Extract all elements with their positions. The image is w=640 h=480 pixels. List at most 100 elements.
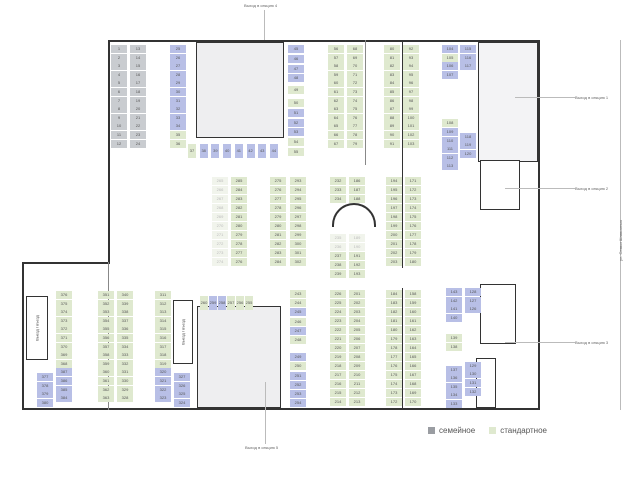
parking-space[interactable]: 254 bbox=[290, 399, 306, 408]
parking-space[interactable]: 235 bbox=[330, 234, 346, 242]
parking-space[interactable]: 97 bbox=[403, 88, 419, 96]
parking-space[interactable]: 8 bbox=[111, 105, 127, 114]
parking-space[interactable]: 200 bbox=[386, 231, 402, 239]
parking-space[interactable]: 55 bbox=[288, 148, 304, 156]
parking-space[interactable]: 273 bbox=[212, 249, 228, 257]
parking-space[interactable]: 174 bbox=[405, 204, 421, 212]
parking-space[interactable]: 13 bbox=[130, 45, 146, 53]
parking-space[interactable]: 76 bbox=[347, 113, 363, 122]
parking-space[interactable]: 63 bbox=[328, 105, 344, 114]
parking-space[interactable]: 211 bbox=[349, 380, 365, 388]
parking-space[interactable]: 272 bbox=[212, 240, 228, 248]
parking-space[interactable]: 107 bbox=[442, 70, 458, 79]
parking-space[interactable]: 196 bbox=[386, 195, 402, 203]
parking-space[interactable]: 315 bbox=[155, 325, 171, 334]
parking-space[interactable]: 31 bbox=[170, 96, 186, 105]
parking-space[interactable]: 373 bbox=[56, 316, 72, 325]
parking-space[interactable]: 371 bbox=[56, 334, 72, 342]
parking-space[interactable]: 27 bbox=[170, 62, 186, 71]
parking-space[interactable]: 10 bbox=[111, 122, 127, 131]
parking-space[interactable]: 276 bbox=[270, 186, 286, 194]
parking-space[interactable]: 191 bbox=[349, 252, 365, 260]
parking-space[interactable]: 360 bbox=[98, 368, 114, 377]
parking-space[interactable]: 131 bbox=[465, 379, 481, 387]
parking-space[interactable]: 20 bbox=[130, 105, 146, 114]
parking-space[interactable]: 376 bbox=[56, 291, 72, 299]
parking-space[interactable]: 163 bbox=[405, 335, 421, 343]
parking-space[interactable]: 280 bbox=[270, 222, 286, 230]
parking-space[interactable]: 92 bbox=[403, 45, 419, 53]
parking-space[interactable]: 9 bbox=[111, 113, 127, 122]
parking-space[interactable]: 170 bbox=[405, 398, 421, 406]
parking-space[interactable]: 192 bbox=[349, 261, 365, 269]
parking-space[interactable]: 26 bbox=[170, 53, 186, 62]
parking-space[interactable]: 99 bbox=[403, 105, 419, 114]
parking-space[interactable]: 353 bbox=[98, 308, 114, 317]
parking-space[interactable]: 279 bbox=[231, 231, 247, 239]
parking-space[interactable]: 102 bbox=[403, 131, 419, 139]
parking-space[interactable]: 281 bbox=[231, 213, 247, 221]
parking-space[interactable]: 132 bbox=[465, 387, 481, 396]
parking-space[interactable]: 41 bbox=[234, 144, 243, 158]
parking-space[interactable]: 380 bbox=[37, 398, 53, 407]
parking-space[interactable]: 49 bbox=[288, 86, 304, 95]
parking-space[interactable]: 23 bbox=[130, 131, 146, 139]
parking-space[interactable]: 134 bbox=[446, 391, 462, 400]
parking-space[interactable]: 355 bbox=[98, 325, 114, 334]
parking-space[interactable]: 252 bbox=[290, 380, 306, 389]
parking-space[interactable]: 46 bbox=[288, 54, 304, 63]
parking-space[interactable]: 210 bbox=[349, 371, 365, 379]
parking-space[interactable]: 129 bbox=[465, 361, 481, 370]
parking-space[interactable]: 172 bbox=[386, 398, 402, 406]
parking-space[interactable]: 324 bbox=[174, 398, 190, 407]
parking-space[interactable]: 35 bbox=[170, 131, 186, 139]
parking-space[interactable]: 335 bbox=[117, 334, 133, 342]
parking-space[interactable]: 34 bbox=[170, 122, 186, 131]
parking-space[interactable]: 203 bbox=[386, 258, 402, 266]
parking-space[interactable]: 312 bbox=[155, 299, 171, 308]
parking-space[interactable]: 249 bbox=[290, 353, 306, 362]
parking-space[interactable]: 328 bbox=[117, 394, 133, 403]
parking-space[interactable]: 82 bbox=[384, 62, 400, 71]
parking-space[interactable]: 299 bbox=[290, 231, 306, 239]
parking-space[interactable]: 166 bbox=[405, 362, 421, 370]
parking-space[interactable]: 84 bbox=[384, 79, 400, 88]
parking-space[interactable]: 52 bbox=[288, 118, 304, 127]
parking-space[interactable]: 267 bbox=[212, 195, 228, 203]
parking-space[interactable]: 120 bbox=[460, 150, 476, 158]
parking-space[interactable]: 30 bbox=[170, 88, 186, 96]
parking-space[interactable]: 190 bbox=[349, 243, 365, 251]
parking-space[interactable]: 50 bbox=[288, 99, 304, 107]
parking-space[interactable]: 374 bbox=[56, 308, 72, 317]
parking-space[interactable]: 81 bbox=[384, 53, 400, 62]
parking-space[interactable]: 108 bbox=[442, 119, 458, 128]
parking-space[interactable]: 250 bbox=[290, 362, 306, 371]
parking-space[interactable]: 278 bbox=[231, 240, 247, 248]
parking-space[interactable]: 233 bbox=[330, 186, 346, 194]
parking-space[interactable]: 337 bbox=[117, 316, 133, 325]
parking-space[interactable]: 91 bbox=[384, 139, 400, 148]
parking-space[interactable]: 112 bbox=[442, 153, 458, 162]
parking-space[interactable]: 212 bbox=[349, 389, 365, 397]
parking-space[interactable]: 368 bbox=[56, 359, 72, 368]
parking-space[interactable]: 238 bbox=[330, 261, 346, 269]
parking-space[interactable]: 168 bbox=[405, 380, 421, 388]
parking-space[interactable]: 24 bbox=[130, 139, 146, 148]
parking-space[interactable]: 379 bbox=[37, 390, 53, 399]
parking-space[interactable]: 54 bbox=[288, 138, 304, 147]
parking-space[interactable]: 136 bbox=[446, 374, 462, 383]
parking-space[interactable]: 375 bbox=[56, 299, 72, 308]
parking-space[interactable]: 239 bbox=[330, 270, 346, 278]
parking-space[interactable]: 232 bbox=[330, 177, 346, 185]
parking-space[interactable]: 251 bbox=[290, 371, 306, 380]
parking-space[interactable]: 39 bbox=[211, 144, 220, 158]
parking-space[interactable]: 363 bbox=[98, 394, 114, 403]
parking-space[interactable]: 311 bbox=[155, 291, 171, 299]
parking-space[interactable]: 257 bbox=[227, 296, 235, 310]
parking-space[interactable]: 384 bbox=[56, 394, 72, 403]
parking-space[interactable]: 33 bbox=[170, 113, 186, 122]
parking-space[interactable]: 281 bbox=[270, 231, 286, 239]
parking-space[interactable]: 109 bbox=[442, 128, 458, 136]
parking-space[interactable]: 204 bbox=[349, 317, 365, 325]
parking-space[interactable]: 16 bbox=[130, 70, 146, 79]
